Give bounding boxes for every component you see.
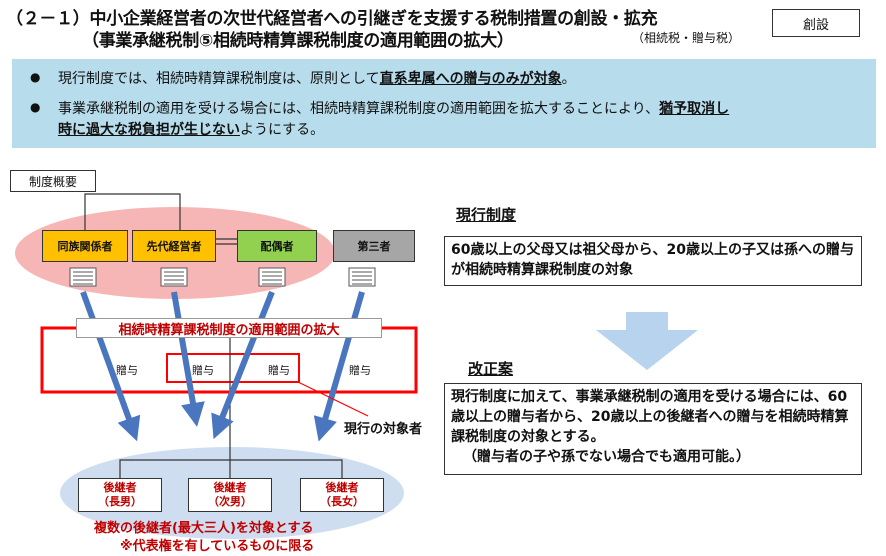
successor-role: 後継者 <box>325 481 359 494</box>
bullet-dot: ● <box>30 70 41 84</box>
tax-type-label: （相続税・贈与税） <box>632 31 741 45</box>
stock-icon <box>258 267 286 287</box>
connector-line <box>84 193 181 230</box>
giver-predecessor: 先代経営者 <box>132 230 216 262</box>
successor-connector <box>119 459 343 478</box>
status-badge: 創設 <box>772 9 860 37</box>
giver-relatives: 同族関係者 <box>42 230 128 262</box>
proposal-box: 現行制度に加えて、事業承継税制の適用を受ける場合には、60歳以上の贈与者から、2… <box>444 383 862 475</box>
current-text: 60歳以上の父母又は祖父母から、20歳以上の子又は孫への贈与が相続時精算課税制度… <box>444 236 862 286</box>
gift-label: 贈与 <box>192 364 214 377</box>
page-title: （２－１）中小企業経営者の次世代経営者への引継ぎを支援する税制措置の創設・拡充 <box>6 9 658 29</box>
successor-eldest-daughter: 後継者 （長女） <box>300 478 384 512</box>
representative-note: ※代表権を有しているものに限る <box>120 539 315 554</box>
successor-role: 後継者 <box>213 481 247 494</box>
successor-second-son: 後継者 （次男） <box>188 478 272 512</box>
page-subtitle: （事業承継税制⑤相続時精算課税制度の適用範囲の拡大） <box>82 31 514 51</box>
current-target-frame <box>166 353 300 383</box>
successor-relation: （次男） <box>208 495 252 508</box>
summary-bullet-2-cont: 時に過大な税負担が生じないようにする。 <box>58 122 325 138</box>
expansion-title: 相続時精算課税制度の適用範囲の拡大 <box>76 318 382 338</box>
summary-box <box>12 59 876 148</box>
proposal-note: （贈与者の子や孫でない場合でも適用可能。） <box>463 449 750 465</box>
successor-relation: （長女） <box>320 495 364 508</box>
summary-bullet-2: 事業承継税制の適用を受ける場合には、相続時精算課税制度の適用範囲を拡大することに… <box>58 101 730 117</box>
pointer-line <box>297 381 369 417</box>
current-target-label: 現行の対象者 <box>344 422 423 437</box>
diagram-label: 制度概要 <box>10 170 96 192</box>
stock-icon <box>69 267 97 287</box>
successor-eldest-son: 後継者 （長男） <box>78 478 162 512</box>
successor-relation: （長男） <box>98 495 142 508</box>
successor-role: 後継者 <box>103 481 137 494</box>
stock-icon <box>160 267 188 287</box>
bullet-dot: ● <box>30 100 41 114</box>
stock-icon <box>348 267 376 287</box>
summary-bullet-1: 現行制度では、相続時精算課税制度は、原則として直系卑属への贈与のみが対象。 <box>58 71 576 87</box>
current-heading: 現行制度 <box>456 206 517 224</box>
gift-label: 贈与 <box>116 364 138 377</box>
proposal-heading: 改正案 <box>468 360 514 378</box>
successor-note: 複数の後継者(最大三人)を対象とする <box>94 521 314 536</box>
gift-label: 贈与 <box>268 364 290 377</box>
giver-spouse: 配偶者 <box>237 230 317 262</box>
giver-third-party: 第三者 <box>333 230 415 262</box>
gift-label: 贈与 <box>349 364 371 377</box>
gift-arrows <box>80 290 365 442</box>
down-arrow-icon <box>596 312 698 370</box>
proposal-text: 現行制度に加えて、事業承継税制の適用を受ける場合には、60歳以上の贈与者から、2… <box>451 389 849 445</box>
